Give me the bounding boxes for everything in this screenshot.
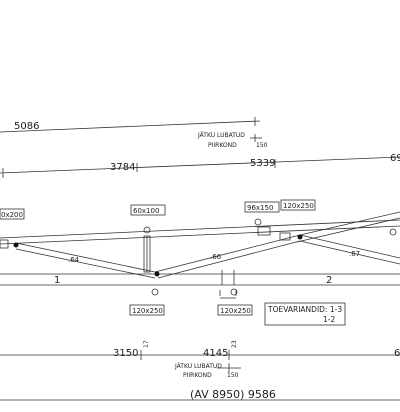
member-size-left-edge: 0x200 [1, 211, 23, 219]
dimension-bottom-left: 3150 [113, 348, 138, 359]
dimension-mid-left: 3784 [110, 162, 135, 173]
web-diagonal-3 [299, 234, 400, 259]
splice-note-bottom-2: PIIRKOND [183, 372, 212, 379]
top-chord [0, 219, 400, 239]
dimension-23: 23 [231, 340, 238, 348]
member-size-web: 60x100 [133, 207, 159, 215]
dimension-mid-right: 5339 [250, 158, 275, 169]
member-size-top-right-a: 96x150 [247, 204, 273, 212]
member-size-bottom-mid: 120x250 [220, 307, 251, 315]
splice-note-top-2: PIIRKOND [208, 142, 237, 149]
variants-line-2: 1-2 [323, 315, 335, 324]
panel-number-1: 1 [54, 275, 60, 286]
dimension-top-left: 5086 [14, 121, 39, 132]
dimension-150-top: 150 [256, 142, 268, 149]
member-size-top-right-b: 120x250 [283, 202, 314, 210]
dimension-bottom-mid: 4145 [203, 348, 228, 359]
variants-box [264, 302, 346, 326]
panel-number-2: 2 [326, 275, 332, 286]
splice-note-bottom-1: JÄTKU LUBATUD [174, 363, 222, 370]
dimension-line-mid [0, 156, 400, 174]
dimension-line-top [0, 120, 261, 133]
total-span-dimension: (AV 8950) 9586 [190, 388, 276, 401]
dimension-150-bottom: 150 [227, 372, 239, 379]
dimension-mid-far: 69 [390, 153, 400, 164]
splice-note-top-1: JÄTKU LUBATUD [197, 132, 245, 139]
member-size-bottom-left: 120x250 [132, 307, 163, 315]
slope-label-2: .66 [210, 253, 222, 261]
dimension-17: 17 [143, 340, 150, 348]
web-diagonal-2 [154, 234, 301, 273]
slope-label-1: .64 [68, 256, 80, 264]
variants-line-1: TOEVARIANDID: 1-3 [267, 305, 342, 314]
dimension-bottom-far: 6 [394, 348, 400, 359]
slope-label-3: .67 [349, 250, 360, 258]
web-diagonal-1 [15, 242, 156, 273]
